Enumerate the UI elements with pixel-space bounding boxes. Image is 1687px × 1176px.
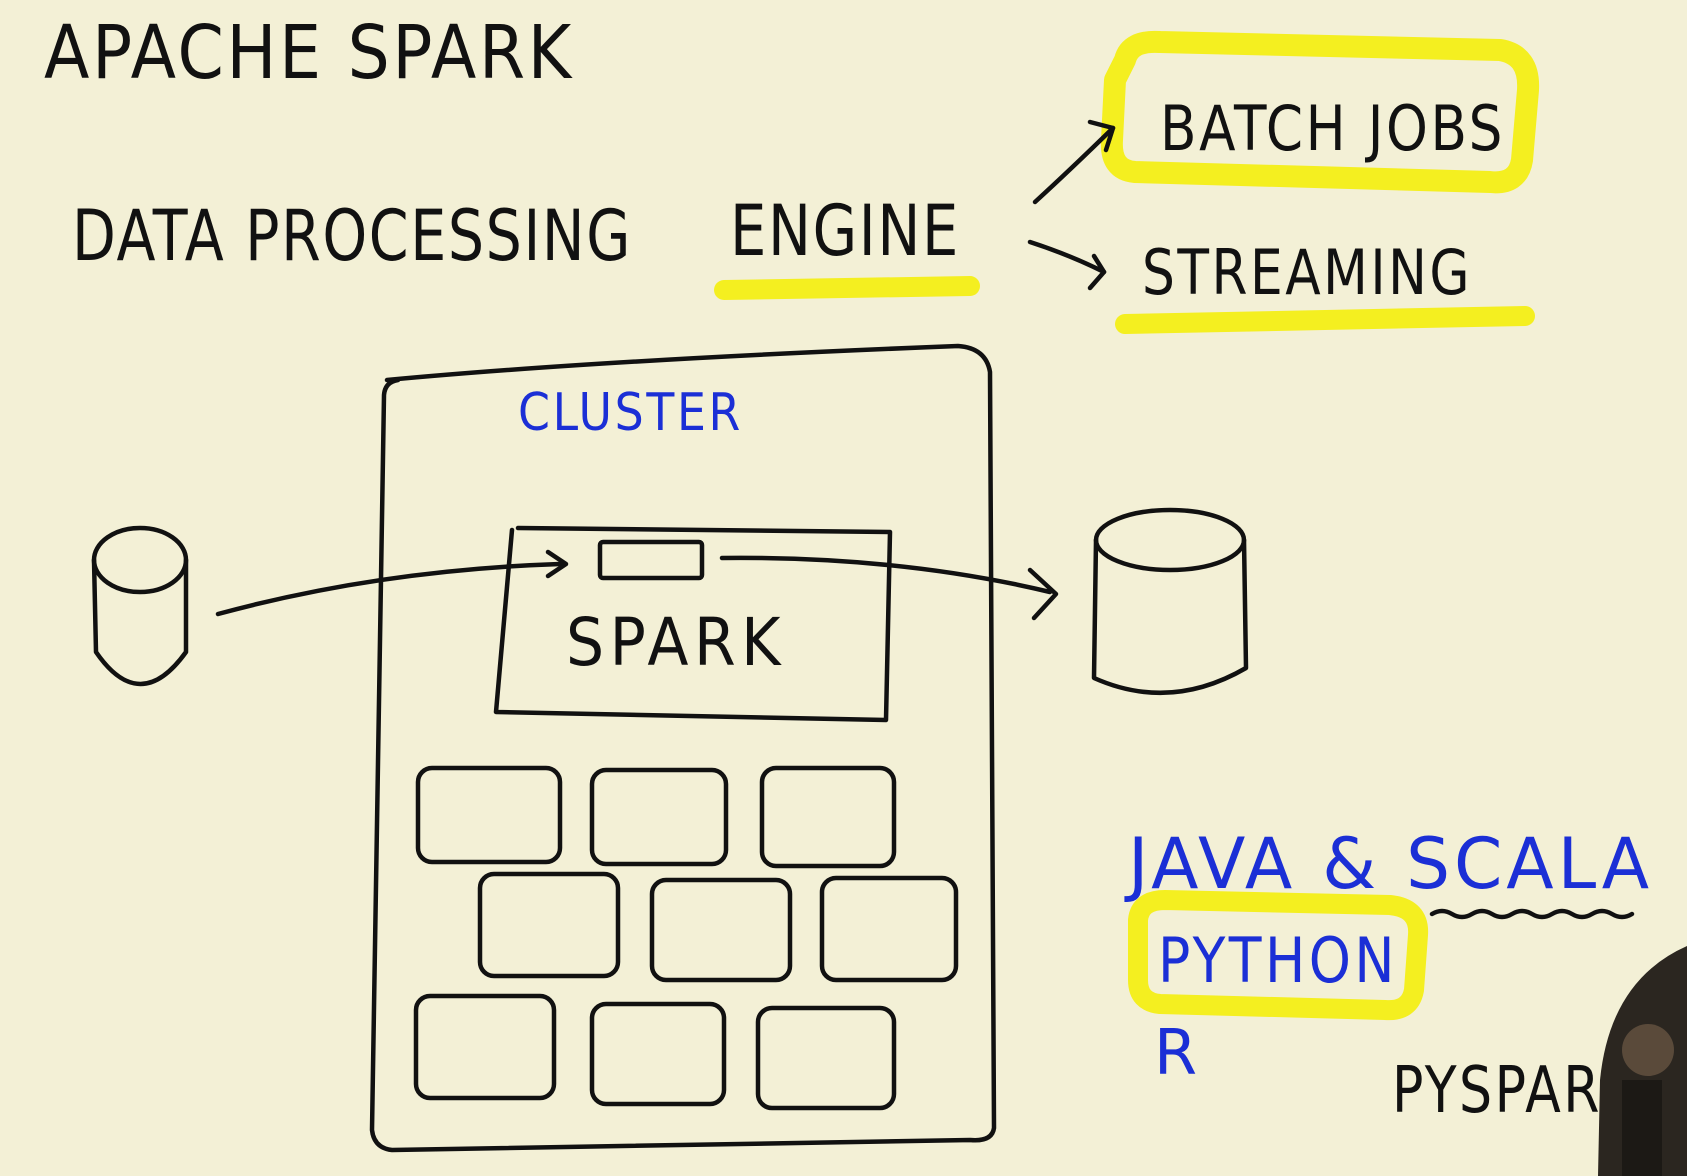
worker-nodes [413,765,959,1111]
pyspark-label: PYSPAR [1392,1054,1602,1128]
mode-batch-jobs: BATCH JOBS [1160,92,1505,165]
streaming-underline [1115,306,1535,334]
batch-jobs-highlight-box [1100,30,1540,194]
target-database-icon [1091,507,1249,696]
language-java-scala: JAVA & SCALA [1124,823,1653,905]
spark-box [493,525,893,723]
python-highlight-box [1128,890,1429,1021]
language-r: R [1154,1016,1197,1089]
page-title: APACHE SPARK [44,10,574,96]
scala-squiggle [1429,908,1635,920]
spark-label: SPARK [566,604,786,681]
highlighter-marks [714,30,1540,1021]
language-python: PYTHON [1158,924,1398,997]
data-flow-arrows [215,549,1059,621]
engine-underline [714,276,980,300]
cluster-box [369,343,997,1153]
cluster-label: CLUSTER [518,383,743,443]
mode-streaming: STREAMING [1142,236,1472,309]
source-database-icon [91,525,189,687]
spark-inner-rect [597,539,705,581]
engine-word: ENGINE [730,190,960,272]
presenter-webcam-thumbnail [1598,946,1687,1176]
engine-prefix: DATA PROCESSING [72,195,632,277]
engine-arrows [1027,119,1116,291]
